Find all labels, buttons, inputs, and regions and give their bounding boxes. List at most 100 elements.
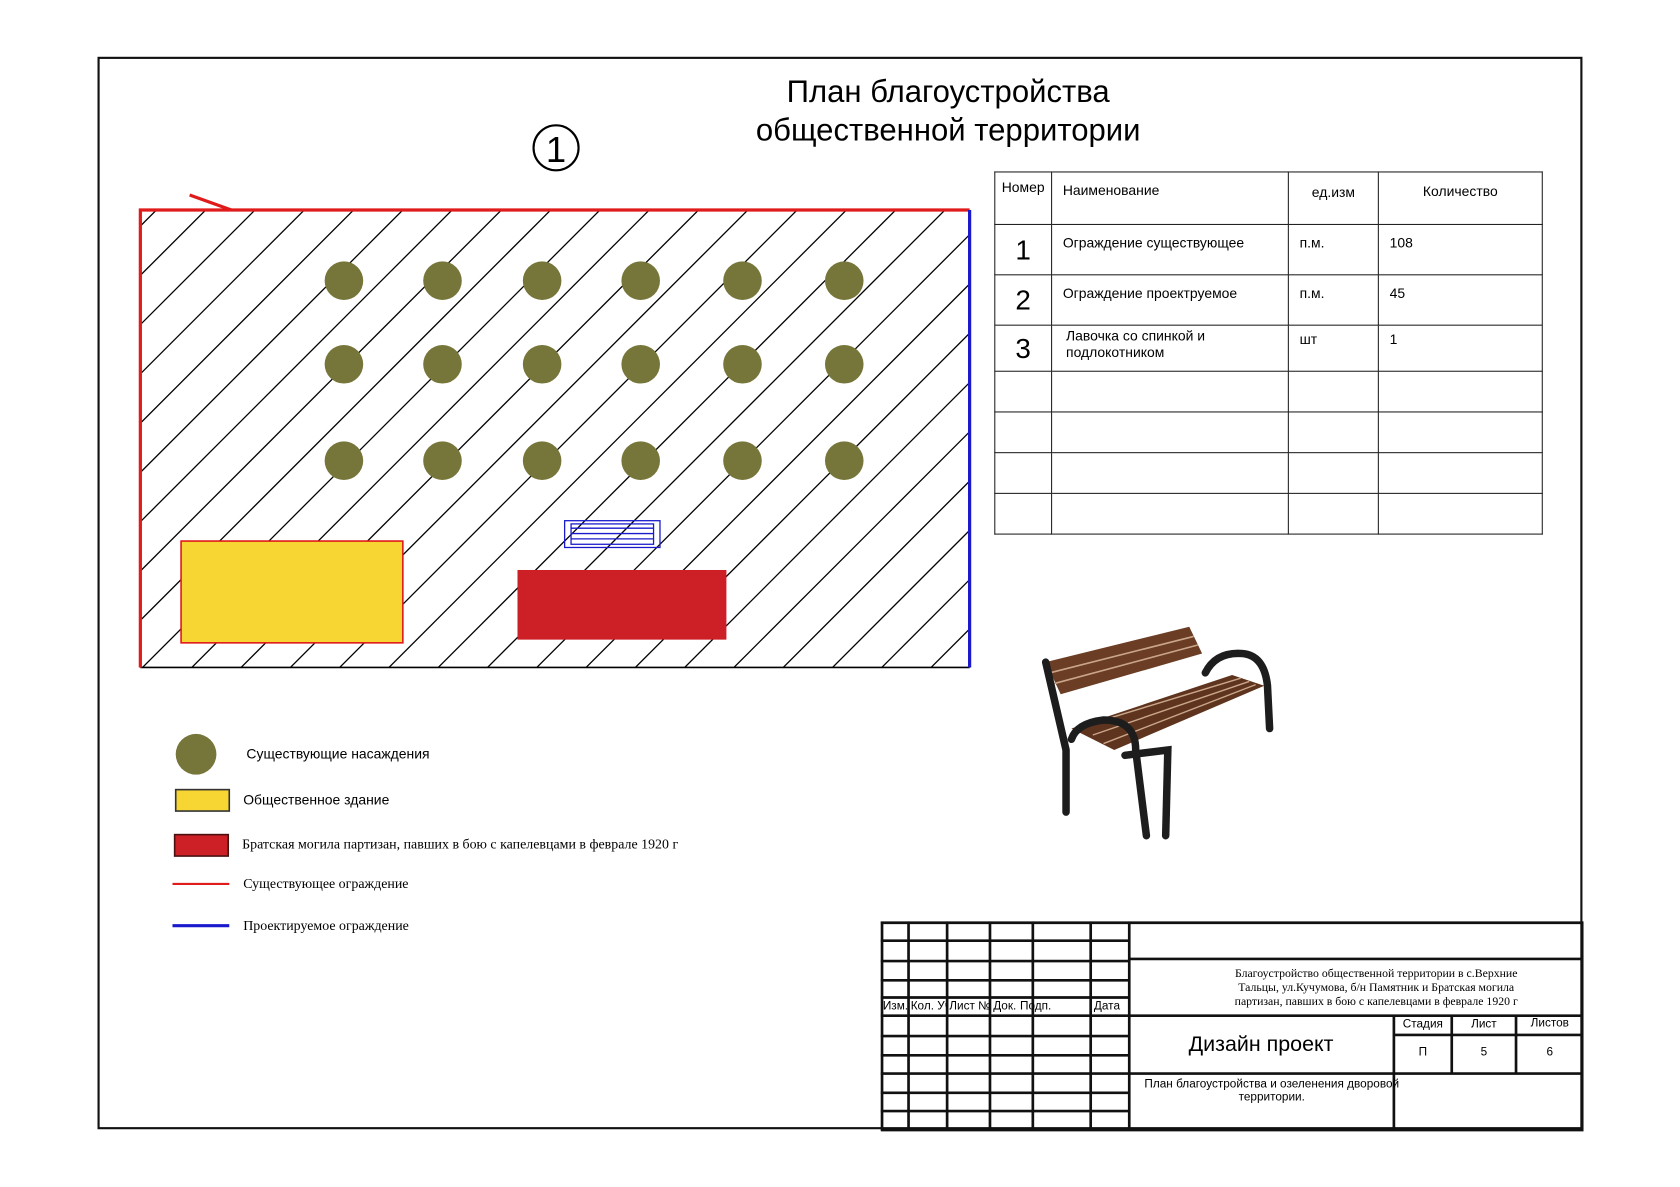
hatch-line xyxy=(388,209,848,668)
hatch-line xyxy=(0,193,75,697)
col-kol-uch: Кол. Уч xyxy=(910,999,948,1013)
col-izm: Изм. xyxy=(882,999,909,1013)
legend-tree-icon xyxy=(175,733,217,775)
empty-cell xyxy=(994,370,1053,413)
empty-cell xyxy=(1287,492,1379,535)
legend-building-label: Общественное здание xyxy=(243,791,390,808)
empty-table-row xyxy=(994,411,1543,454)
empty-cell xyxy=(1287,370,1379,413)
existing-fence xyxy=(138,208,970,668)
tree-icon xyxy=(522,344,562,384)
tree-icon xyxy=(824,441,864,480)
design-label: Дизайн проект xyxy=(1188,1032,1334,1057)
legend-existing-fence-label: Существующее ограждение xyxy=(243,875,409,892)
specification-table: Номер Наименование ед.изм Количество 1 О… xyxy=(994,171,1543,535)
col-dok: Док. xyxy=(993,999,1017,1013)
hatch-line xyxy=(732,430,970,668)
hatch-line xyxy=(831,529,970,668)
hatch-line xyxy=(880,578,970,668)
tree-icon xyxy=(621,441,660,480)
project-name: Благоустройство общественной территории … xyxy=(1234,967,1518,1009)
page-title: План благоустройства общественной террит… xyxy=(686,73,1211,150)
tree-icon xyxy=(621,344,660,384)
empty-cell xyxy=(994,492,1053,535)
hatch-line xyxy=(0,193,124,697)
row-number: 1 xyxy=(994,223,1053,276)
sheet-value: 5 xyxy=(1480,1045,1488,1059)
tree-icon xyxy=(522,261,562,300)
row-unit: шт xyxy=(1287,324,1379,372)
empty-cell xyxy=(994,411,1053,454)
row-quantity: 108 xyxy=(1377,223,1543,276)
tree-icon xyxy=(423,261,462,300)
sheets-label: Листов xyxy=(1530,1016,1569,1030)
hatch-line xyxy=(140,209,256,326)
col-podp: Подп. xyxy=(1019,999,1052,1013)
table-row: 1 Ограждение существующее п.м. 108 xyxy=(994,223,1543,276)
tree-icon xyxy=(723,261,762,300)
empty-cell xyxy=(994,452,1053,494)
title-block: Изм. Кол. Уч Лист № Док. Подп. Дата Благ… xyxy=(880,921,1584,1132)
empty-cell xyxy=(1377,452,1543,494)
title-block-grid xyxy=(880,921,1584,1132)
legend-trees-label: Существующие насаждения xyxy=(246,745,430,762)
empty-cell xyxy=(1377,492,1543,535)
col-list: Лист № xyxy=(949,999,990,1013)
tree-icon xyxy=(723,441,762,480)
legend-grave-swatch xyxy=(173,833,230,857)
empty-cell xyxy=(1051,370,1289,413)
bench-symbol xyxy=(563,520,661,549)
row-unit: п.м. xyxy=(1287,223,1379,276)
legend-grave-label: Братская могила партизан, павших в бою с… xyxy=(242,835,679,852)
hatch-line xyxy=(782,480,970,668)
empty-cell xyxy=(1051,452,1289,494)
row-name: Лавочка со спинкой и подлокотником xyxy=(1051,324,1289,372)
legend-building-swatch xyxy=(174,788,231,812)
hatch-line xyxy=(140,209,306,375)
empty-cell xyxy=(1377,411,1543,454)
existing-gate xyxy=(189,193,232,212)
header-quantity: Количество xyxy=(1377,171,1543,225)
tree-icon xyxy=(423,344,462,384)
row-name: Ограждение проектруемое xyxy=(1051,274,1289,326)
header-name: Наименование xyxy=(1051,171,1289,225)
sheet-marker: 1 xyxy=(532,124,580,172)
table-header-row: Номер Наименование ед.изм Количество xyxy=(994,171,1543,225)
legend-planned-fence-label: Проектируемое ограждение xyxy=(243,917,409,934)
sheet-title: План благоустройства и озеленения дворов… xyxy=(1144,1077,1400,1104)
header-number: Номер xyxy=(994,171,1053,225)
hatch-line xyxy=(140,209,454,523)
tree-icon xyxy=(522,441,562,480)
empty-table-row xyxy=(994,492,1543,535)
empty-cell xyxy=(1051,492,1289,535)
tree-icon xyxy=(324,344,364,384)
table-row: 2 Ограждение проектруемое п.м. 45 xyxy=(994,274,1543,326)
row-unit: п.м. xyxy=(1287,274,1379,326)
hatch-line xyxy=(140,209,552,622)
empty-cell xyxy=(1287,411,1379,454)
public-building xyxy=(180,540,404,644)
tree-icon xyxy=(824,344,864,384)
mass-grave xyxy=(517,569,727,640)
bench-photo xyxy=(1041,626,1274,840)
stage-label: Стадия xyxy=(1402,1017,1443,1031)
empty-table-row xyxy=(994,370,1543,413)
row-quantity: 1 xyxy=(1377,324,1543,372)
tree-icon xyxy=(824,261,864,300)
hatch-line xyxy=(140,209,355,425)
col-date: Дата xyxy=(1093,999,1120,1013)
sheet-label: Лист xyxy=(1471,1017,1497,1031)
tree-icon xyxy=(723,344,762,384)
row-number: 2 xyxy=(994,274,1053,326)
tree-icon xyxy=(423,441,462,480)
sheet-frame xyxy=(97,56,1583,1130)
table-row: 3 Лавочка со спинкой и подлокотником шт … xyxy=(994,324,1543,372)
stage-value: П xyxy=(1418,1045,1428,1059)
hatch-line xyxy=(683,381,970,668)
empty-cell xyxy=(1287,452,1379,494)
title-line-1: План благоустройства xyxy=(786,74,1110,110)
empty-table-row xyxy=(994,452,1543,494)
row-name: Ограждение существующее xyxy=(1051,223,1289,276)
